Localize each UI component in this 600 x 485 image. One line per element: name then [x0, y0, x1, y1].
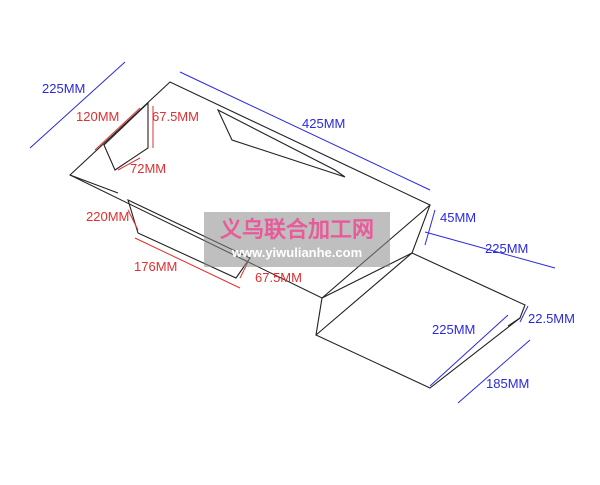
dim-label-120: 120MM	[76, 109, 119, 124]
box-front-vertical-edge	[315, 297, 323, 336]
flap-fold-line	[507, 317, 521, 327]
dim-label-176: 176MM	[134, 259, 177, 274]
dim-label-225-right: 225MM	[485, 241, 528, 256]
dim-label-67-5-bottom: 67.5MM	[255, 270, 302, 285]
dim-label-185: 185MM	[486, 376, 529, 391]
inner-dimension-labels: 120MM 67.5MM 72MM 220MM 176MM 67.5MM	[76, 109, 302, 285]
watermark-url: www.yiwulianhe.com	[231, 245, 362, 260]
box-flap-joint-edge	[321, 252, 413, 299]
watermark-background	[204, 212, 390, 267]
watermark-title: 义乌联合加工网	[220, 217, 374, 242]
watermark: 义乌联合加工网 www.yiwulianhe.com	[204, 212, 390, 267]
dim-label-220: 220MM	[86, 209, 129, 224]
left-window	[103, 101, 149, 171]
dim-label-67-5-top: 67.5MM	[152, 109, 199, 124]
dim-label-22-5: 22.5MM	[528, 311, 575, 326]
dim-label-225-flap: 225MM	[432, 322, 475, 337]
dim-label-72: 72MM	[130, 161, 166, 176]
dim-label-225-top: 225MM	[42, 81, 85, 96]
outer-dimension-lines	[29, 61, 556, 404]
box-right-wall-edge	[411, 204, 431, 254]
inner-dimension-lines	[94, 106, 249, 289]
top-handle-slot	[216, 108, 346, 178]
dim-label-45: 45MM	[440, 210, 476, 225]
outer-dimension-labels: 225MM 425MM 45MM 225MM 225MM 22.5MM 185M…	[42, 81, 575, 391]
dim-label-425: 425MM	[302, 116, 345, 131]
box-front-edge-left	[69, 174, 119, 194]
bottom-flap	[314, 252, 526, 389]
